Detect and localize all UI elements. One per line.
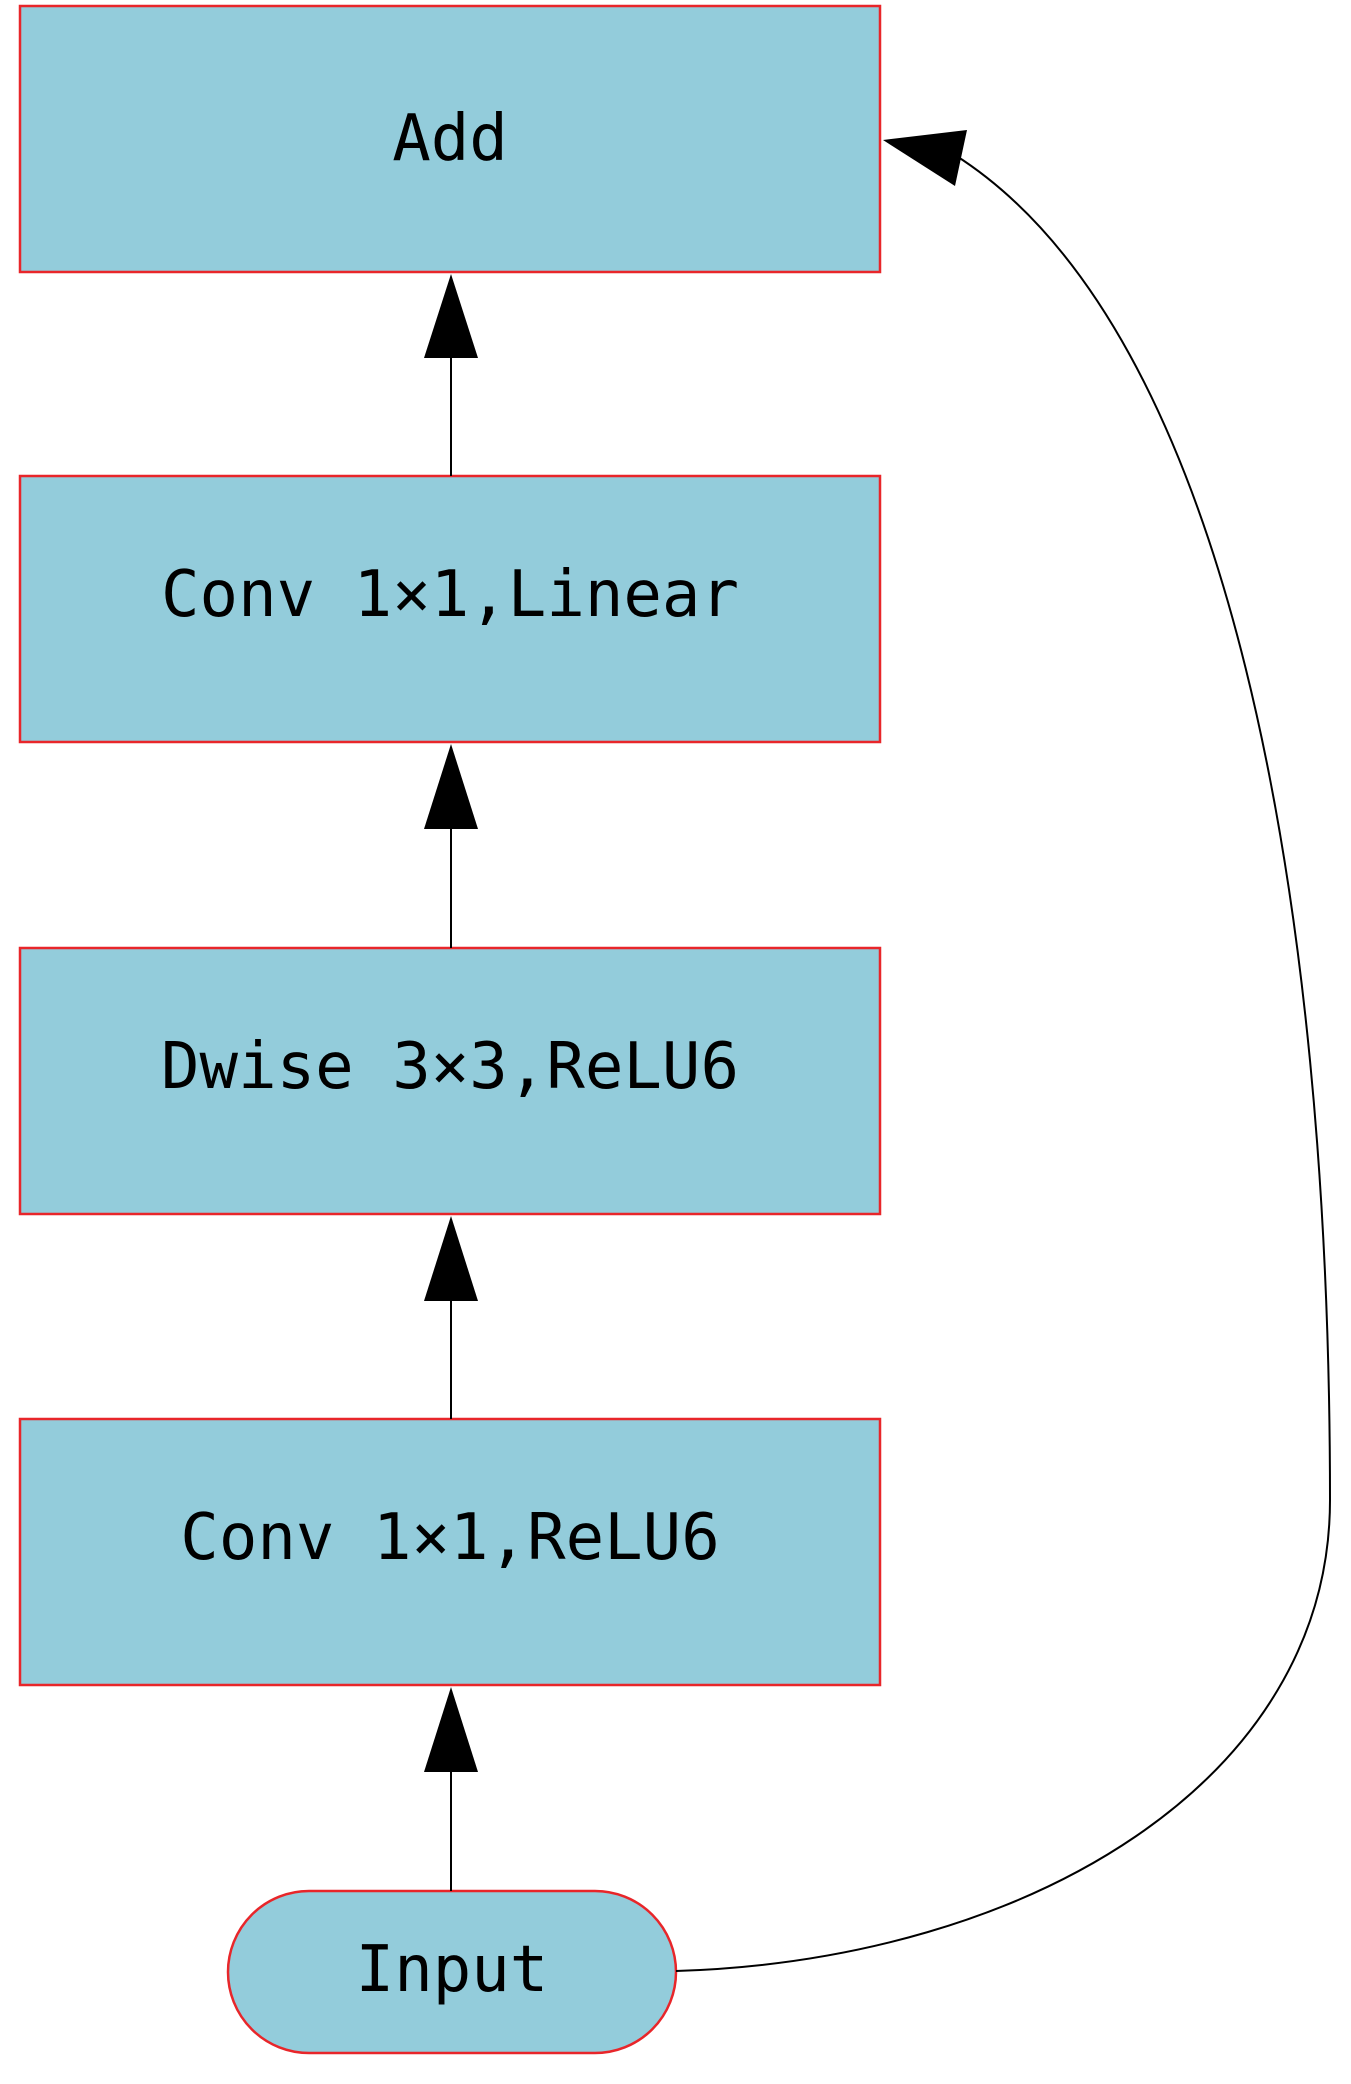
node-add-label: Add — [392, 102, 508, 176]
edge-input-to-conv-relu6 — [424, 1687, 478, 1891]
node-input[interactable]: Input — [226, 1889, 678, 2055]
arrowhead-icon — [424, 1216, 478, 1301]
edge-conv-linear-to-add — [424, 274, 478, 476]
node-conv-linear[interactable]: Conv 1×1,Linear — [18, 474, 882, 744]
node-conv-linear-label: Conv 1×1,Linear — [161, 558, 739, 632]
edge-conv-relu6-to-dwise — [424, 1216, 478, 1419]
arrowhead-icon — [883, 130, 967, 186]
arrowhead-icon — [424, 1687, 478, 1772]
node-add[interactable]: Add — [18, 4, 882, 274]
arrowhead-icon — [424, 744, 478, 829]
node-dwise-label: Dwise 3×3,ReLU6 — [161, 1030, 739, 1104]
node-input-label: Input — [356, 1933, 549, 2007]
node-dwise[interactable]: Dwise 3×3,ReLU6 — [18, 946, 882, 1216]
edge-input-to-add-skip — [675, 130, 1332, 1972]
node-conv-relu6-label: Conv 1×1,ReLU6 — [180, 1501, 719, 1575]
node-conv-relu6[interactable]: Conv 1×1,ReLU6 — [18, 1417, 882, 1687]
arrowhead-icon — [424, 274, 478, 358]
edge-dwise-to-conv-linear — [424, 744, 478, 948]
